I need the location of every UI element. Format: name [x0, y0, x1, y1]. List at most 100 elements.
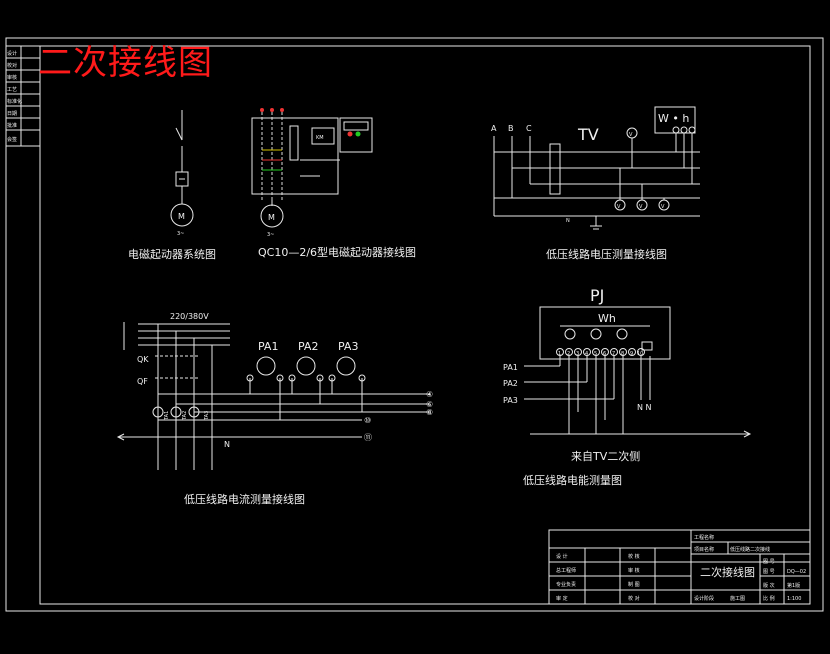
svg-text:TA2: TA2: [182, 411, 188, 421]
phase-b-label: B: [508, 124, 514, 133]
diagram-energy-measurement: PJ Wh 1 2 3 4 5 6 7 8 9 10 PA1 PA2 PA3: [503, 286, 752, 487]
ammeter: [336, 356, 356, 376]
phase-a-label: A: [491, 124, 497, 133]
item-value: 低压线路二次接线: [730, 546, 770, 553]
ammeter: [296, 356, 316, 376]
caption-current-measurement: 低压线路电流测量接线图: [184, 492, 305, 506]
terminal-label: ⑩: [364, 416, 371, 425]
current-transformer: [152, 406, 164, 418]
svg-text:10: 10: [637, 351, 643, 357]
svg-text:校 核: 校 核: [628, 553, 640, 560]
wh-label: W • h: [658, 112, 689, 125]
current-transformer: [170, 406, 182, 418]
drawing-name: 二次接线图: [700, 565, 755, 579]
pa3-label: PA3: [503, 396, 518, 405]
strip-cell: 标准化: [7, 98, 22, 105]
inner-frame: [39, 45, 811, 605]
svg-text:9: 9: [630, 351, 633, 357]
strip-cell: 审核: [7, 74, 17, 81]
left-revision-strip: 设计 校对 审核 工艺 标准化 日期 批准 会签: [5, 45, 41, 147]
svg-text:2: 2: [567, 351, 570, 357]
svg-text:审 定: 审 定: [556, 595, 568, 602]
item-label: 项目名称: [694, 546, 714, 553]
switch-blade: [175, 127, 183, 141]
stop-indicator: [347, 131, 353, 137]
tv-label: TV: [577, 125, 599, 144]
caption-energy-measurement: 低压线路电能测量图: [523, 473, 622, 487]
svg-text:图 号: 图 号: [763, 569, 775, 575]
terminal-label: ④: [426, 390, 433, 399]
diagram-voltage-measurement: A B C TV V W • h V V V N: [491, 106, 700, 261]
ammeter: [256, 356, 276, 376]
motor-label: M: [178, 212, 185, 221]
strip-cell: 设计: [7, 50, 17, 57]
svg-text:6: 6: [603, 351, 606, 357]
qf-label: QF: [137, 377, 148, 386]
terminal-label: ⑪: [364, 433, 372, 442]
terminal-label: ⑥: [426, 400, 433, 409]
diagram-current-measurement: 220/380V QK QF TA1 TA2 TA3 PA1 PA2 PA3: [116, 312, 433, 506]
project-label: 工程名称: [694, 534, 714, 541]
svg-text:设计阶段: 设计阶段: [694, 595, 714, 602]
pa1-label: PA1: [503, 363, 518, 372]
svg-text:8: 8: [621, 351, 624, 357]
km-label: KM: [316, 135, 324, 141]
wh-label: Wh: [598, 312, 616, 325]
nn-label: N N: [637, 403, 652, 412]
svg-text:5: 5: [594, 351, 597, 357]
pj-label: PJ: [590, 286, 604, 305]
voltage-label: 220/380V: [170, 312, 209, 321]
outer-frame: [5, 37, 824, 612]
starter-enclosure: [251, 117, 339, 195]
svg-text:总工程师: 总工程师: [556, 567, 576, 574]
svg-text:1: 1: [558, 351, 561, 357]
svg-text:TA1: TA1: [164, 411, 170, 421]
svg-text:专业负责: 专业负责: [556, 581, 576, 588]
caption-voltage-measurement: 低压线路电压测量接线图: [546, 247, 667, 261]
strip-cell: 批准: [7, 122, 17, 129]
motor-sub-label: 3~: [177, 231, 184, 237]
pa2-label: PA2: [503, 379, 518, 388]
motor-sub-label: 3~: [267, 232, 274, 238]
svg-text:图 号: 图 号: [763, 559, 775, 565]
svg-text:1:100: 1:100: [787, 596, 801, 602]
caption-qc10-wiring: QC10—2/6型电磁起动器接线图: [258, 245, 416, 259]
neutral-label: N: [566, 218, 570, 224]
motor-label: M: [268, 213, 275, 222]
start-indicator: [355, 131, 361, 137]
strip-cell: 校对: [7, 62, 17, 69]
pa2-label: PA2: [298, 340, 318, 353]
from-tv-label: 来自TV二次侧: [571, 449, 640, 463]
svg-text:校 对: 校 对: [628, 595, 640, 602]
svg-text:V: V: [661, 204, 665, 210]
sheet-title: 二次接线图: [38, 43, 213, 83]
svg-text:设 计: 设 计: [556, 553, 568, 560]
pa1-label: PA1: [258, 340, 278, 353]
title-block: 工程名称 项目名称 低压线路二次接线 二次接线图 设 计 校 核 总工程师 审 …: [548, 529, 811, 605]
diagram-qc10-wiring: KM M 3~ QC10—2/6型电磁起动器接线图: [251, 108, 416, 259]
motor-symbol: [260, 204, 284, 228]
svg-text:3: 3: [576, 351, 579, 357]
svg-text:7: 7: [612, 351, 615, 357]
svg-text:比 例: 比 例: [763, 595, 775, 602]
svg-text:审 核: 审 核: [628, 567, 640, 574]
caption-starter-system: 电磁起动器系统图: [128, 248, 216, 261]
phase-c-label: C: [526, 124, 532, 133]
svg-text:DQ—02: DQ—02: [787, 569, 806, 575]
svg-text:V: V: [639, 204, 643, 210]
svg-text:施工图: 施工图: [730, 595, 745, 602]
svg-text:4: 4: [585, 351, 588, 357]
svg-text:V: V: [617, 204, 621, 210]
motor-symbol: [170, 203, 194, 227]
strip-cell: 日期: [7, 111, 17, 117]
terminal-strip: 1 2 3 4 5 6 7 8 9 10: [556, 348, 645, 357]
diagram-starter-system: M 3~ 电磁起动器系统图: [128, 110, 216, 261]
neutral-label: N: [224, 440, 230, 449]
svg-text:制 图: 制 图: [628, 581, 640, 588]
qk-label: QK: [137, 355, 149, 364]
svg-text:V: V: [629, 132, 633, 138]
pa3-label: PA3: [338, 340, 358, 353]
strip-cell: 工艺: [7, 87, 17, 93]
svg-text:TA3: TA3: [204, 411, 210, 421]
